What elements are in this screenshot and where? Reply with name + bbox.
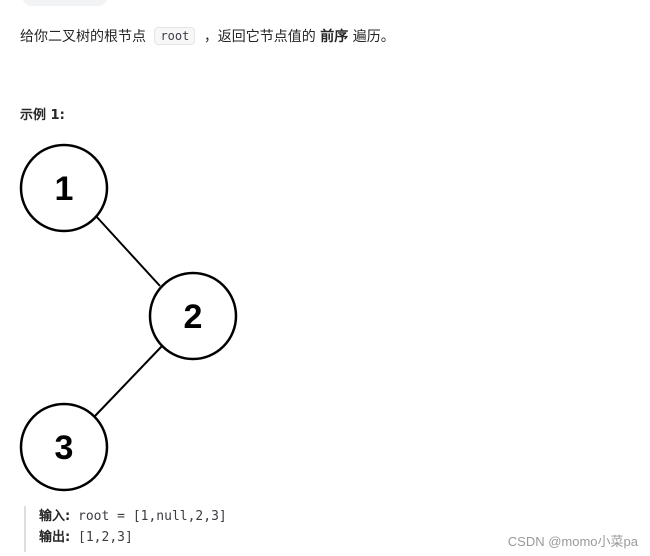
input-line: 输入: root = [1,null,2,3] xyxy=(39,506,324,527)
code-root: root xyxy=(154,27,196,45)
example-io-block: 输入: root = [1,null,2,3] 输出: [1,2,3] xyxy=(24,506,324,552)
tree-node-3: 3 xyxy=(19,402,109,492)
input-label: 输入: xyxy=(39,509,71,524)
desc-suffix: 遍历。 xyxy=(352,29,395,45)
tree-node-1: 1 xyxy=(19,143,109,233)
tree-node-2-label: 2 xyxy=(184,298,203,336)
top-tag-pill xyxy=(22,0,108,6)
tree-node-2: 2 xyxy=(148,271,238,361)
csdn-watermark: CSDN @momo小菜pa xyxy=(507,534,638,549)
tree-node-1-label: 1 xyxy=(55,170,74,208)
binary-tree-diagram: 1 2 3 xyxy=(19,143,238,492)
desc-prefix: 给你二叉树的根节点 xyxy=(20,29,146,45)
tree-node-3-label: 3 xyxy=(55,429,74,467)
desc-middle: ，返回它节点值的 xyxy=(203,29,316,45)
edge-2-3 xyxy=(94,345,163,417)
output-label: 输出: xyxy=(39,530,71,545)
desc-bold-preorder: 前序 xyxy=(320,29,349,45)
input-value: root = [1,null,2,3] xyxy=(78,509,227,524)
edge-1-2 xyxy=(94,214,161,287)
output-value: [1,2,3] xyxy=(78,530,133,545)
example-title: 示例 1: xyxy=(20,108,65,123)
output-line: 输出: [1,2,3] xyxy=(39,527,324,548)
problem-description: 给你二叉树的根节点 root ，返回它节点值的 前序 遍历。 xyxy=(20,26,395,47)
